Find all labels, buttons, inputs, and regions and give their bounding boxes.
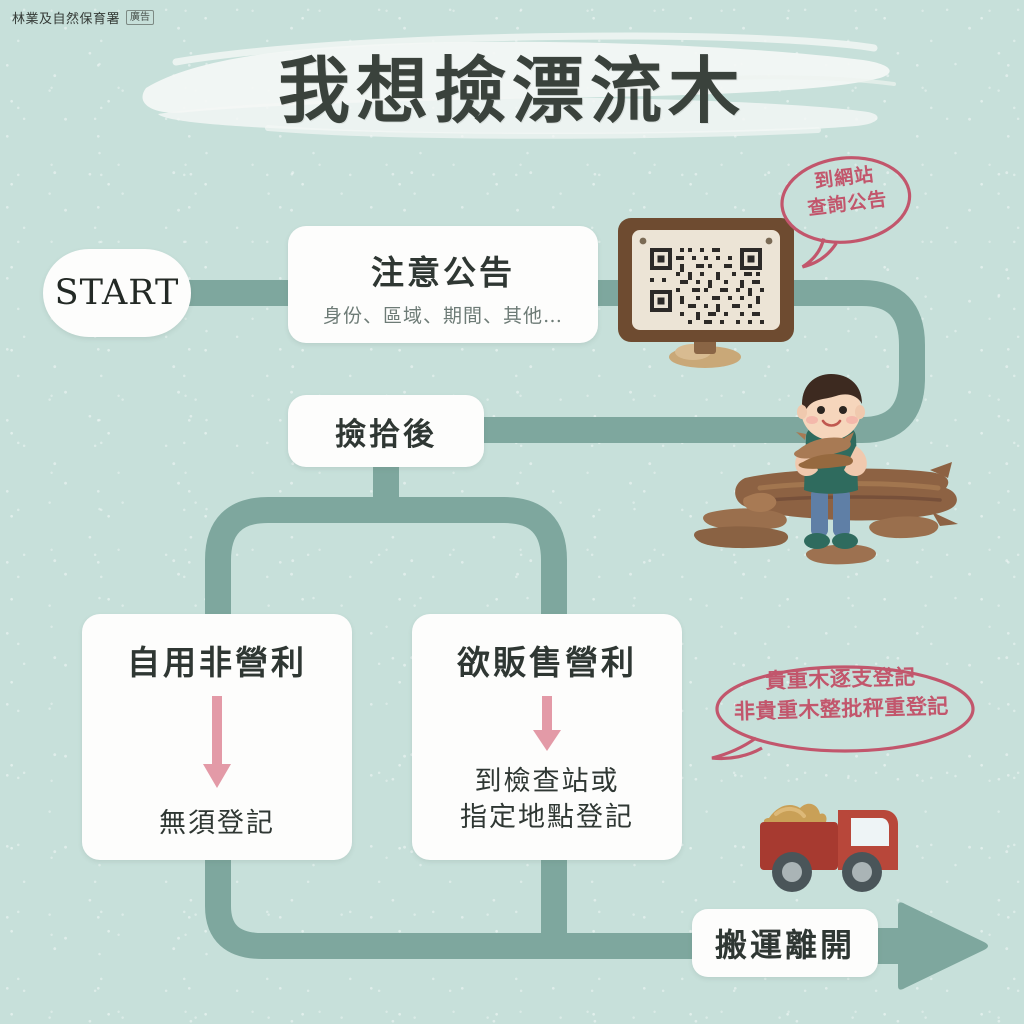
ad-badge: 廣告 <box>126 10 155 25</box>
node-for-sale-title: 欲販售營利 <box>457 643 637 682</box>
right-arrow-icon <box>860 902 988 990</box>
node-self-use[interactable]: 自用非營利 無須登記 <box>82 614 352 860</box>
node-for-sale[interactable]: 欲販售營利 到檢查站或 指定地點登記 <box>412 614 682 860</box>
person-carrying-driftwood-icon <box>794 374 867 549</box>
node-self-use-result: 無須登記 <box>159 808 275 839</box>
connector-split-branches <box>205 497 567 628</box>
qr-code-signboard-icon <box>618 218 794 368</box>
red-pickup-truck-icon <box>760 803 898 892</box>
node-transport-away[interactable]: 搬運離開 <box>692 909 878 977</box>
connector-self-to-transport <box>205 852 710 959</box>
agency-bar: 林業及自然保育署 廣告 <box>12 8 155 27</box>
node-after-pickup-title: 撿拾後 <box>335 416 437 453</box>
pink-down-arrow-icon <box>533 696 561 751</box>
brush-stroke-decoration <box>142 32 896 139</box>
node-start[interactable]: START <box>43 249 191 337</box>
node-notice-announcement[interactable]: 注意公告 身份、區域、期間、其他… <box>288 226 598 343</box>
node-transport-title: 搬運離開 <box>714 926 855 964</box>
connector-notice-to-after <box>480 280 925 443</box>
agency-name: 林業及自然保育署 <box>12 12 121 27</box>
driftwood-logs-icon <box>694 462 958 565</box>
node-notice-title: 注意公告 <box>371 252 515 292</box>
node-start-label: START <box>54 273 180 313</box>
node-after-pickup[interactable]: 撿拾後 <box>288 395 484 467</box>
pink-down-arrow-icon <box>203 696 231 788</box>
node-notice-subtitle: 身份、區域、期間、其他… <box>322 304 563 327</box>
page-title: 我想撿漂流木 <box>277 48 746 133</box>
node-for-sale-result-line2: 指定地點登記 <box>460 801 634 833</box>
node-self-use-title: 自用非營利 <box>127 643 307 682</box>
node-for-sale-result-line1: 到檢查站或 <box>474 766 620 797</box>
